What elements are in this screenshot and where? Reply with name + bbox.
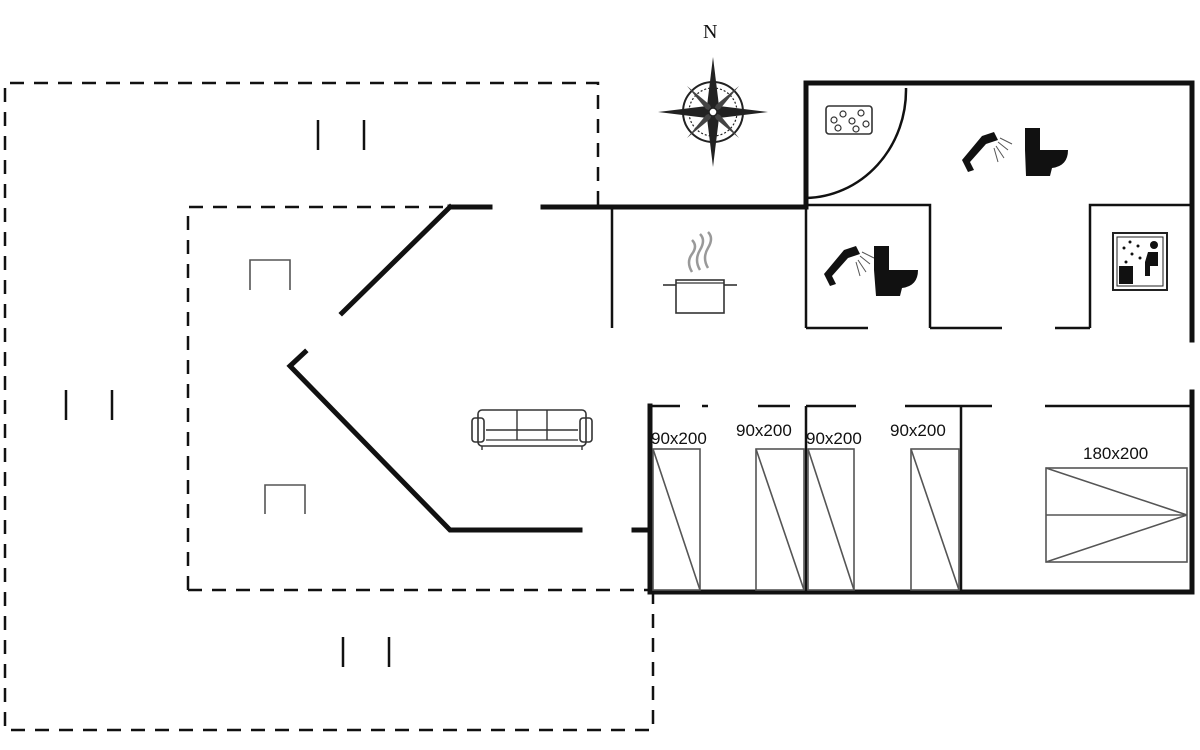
toilet-icon	[874, 246, 918, 296]
jacuzzi-icon	[825, 105, 873, 135]
shower-icon	[962, 132, 1013, 172]
interior-partitions	[610, 87, 1192, 592]
bed-label: 90x200	[890, 421, 946, 440]
shower-icon	[824, 246, 875, 286]
bed-label: 90x200	[736, 421, 792, 440]
terrace-outline	[3, 81, 655, 732]
sofa-icon	[471, 409, 593, 450]
toilet-icon	[1025, 128, 1068, 176]
compass-north-label: N	[703, 21, 717, 43]
double-bed	[1045, 467, 1188, 563]
garden-chairs	[249, 259, 306, 514]
terrace-posts	[64, 120, 391, 667]
compass-rose-icon	[658, 57, 768, 167]
single-bed-4	[910, 448, 960, 591]
bed-label: 90x200	[651, 429, 707, 448]
house-walls	[286, 80, 1195, 595]
bed-label: 180x200	[1083, 444, 1148, 463]
single-bed-2	[755, 448, 805, 591]
single-bed-1	[652, 448, 701, 591]
single-bed-3	[807, 448, 855, 591]
cooking-pot-icon	[663, 231, 737, 314]
sauna-icon	[1112, 232, 1168, 291]
bed-label: 90x200	[806, 429, 862, 448]
